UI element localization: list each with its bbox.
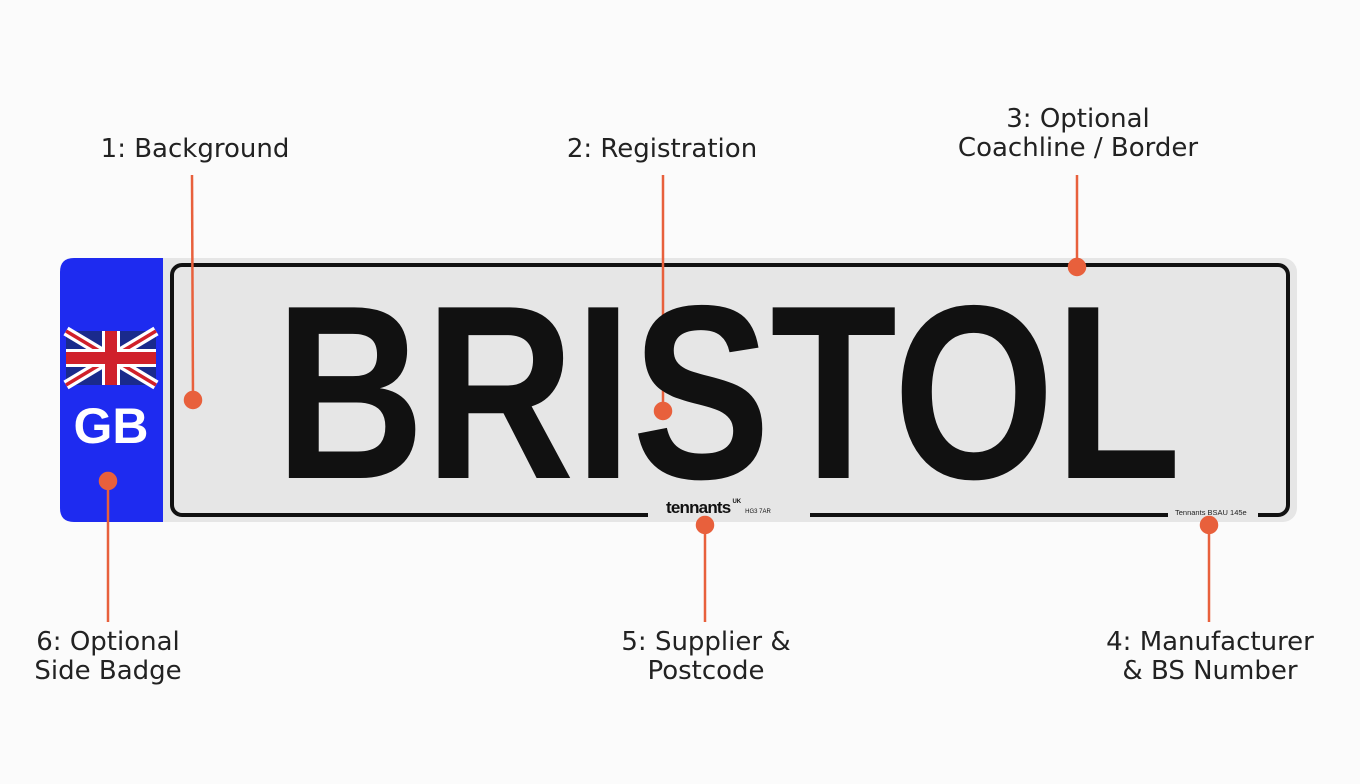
label-supplier: 5: Supplier & Postcode xyxy=(506,628,906,686)
callout-dot-background xyxy=(183,390,203,410)
union-flag-icon xyxy=(63,326,159,390)
callout-line-background xyxy=(190,174,195,401)
manufacturer-bs-number: Tennants BSAU 145e xyxy=(1175,508,1247,517)
side-badge xyxy=(60,258,163,522)
supplier-suffix: UK xyxy=(732,499,742,505)
supplier-name: tennants xyxy=(666,498,731,517)
label-manufacturer-line2: & BS Number xyxy=(1122,656,1298,686)
label-badge-line2: Side Badge xyxy=(34,656,182,686)
label-supplier-line1: 5: Supplier & xyxy=(621,627,791,657)
label-badge: 6: Optional Side Badge xyxy=(0,628,308,686)
callout-dot-registration xyxy=(653,401,673,421)
callout-dot-manufacturer xyxy=(1199,515,1219,535)
registration-text: BRISTOL xyxy=(275,253,1182,531)
label-manufacturer-line1: 4: Manufacturer xyxy=(1106,627,1314,657)
plate-background xyxy=(60,258,1297,522)
label-manufacturer: 4: Manufacturer & BS Number xyxy=(1010,628,1360,686)
supplier-mark: tennants UK HG3 7AR xyxy=(666,499,771,516)
label-registration-text: 2: Registration xyxy=(566,134,758,164)
callouts xyxy=(98,174,1219,622)
badge-text: GB xyxy=(73,398,149,454)
label-supplier-line2: Postcode xyxy=(647,656,765,686)
callout-dot-border xyxy=(1067,257,1087,277)
label-border-line1: 3: Optional xyxy=(1006,104,1150,134)
callout-dot-supplier xyxy=(695,515,715,535)
callout-dot-badge xyxy=(98,471,118,491)
label-badge-line1: 6: Optional xyxy=(36,627,180,657)
label-border: 3: Optional Coachline / Border xyxy=(878,105,1278,163)
label-registration: 2: Registration xyxy=(462,135,862,164)
number-plate xyxy=(60,258,1297,522)
supplier-postcode: HG3 7AR xyxy=(745,509,771,515)
label-background-text: 1: Background xyxy=(100,134,290,164)
label-background: 1: Background xyxy=(0,135,395,164)
label-border-line2: Coachline / Border xyxy=(957,133,1199,163)
